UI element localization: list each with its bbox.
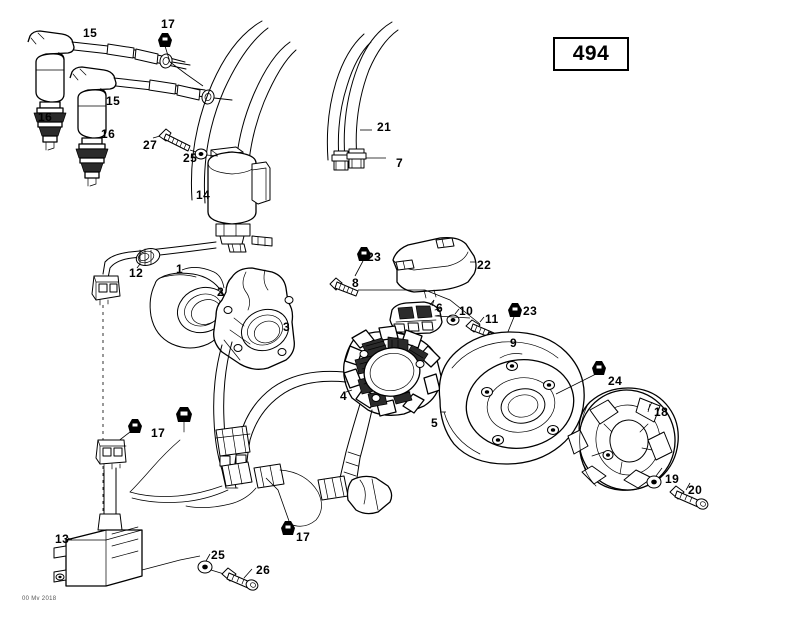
bolt-27 xyxy=(152,128,191,152)
nut-23-left xyxy=(354,247,371,277)
regulator-mount-hardware xyxy=(141,553,259,591)
callout-14: 14 xyxy=(196,188,211,202)
callout-19: 19 xyxy=(665,472,680,486)
callout-23-left: 23 xyxy=(367,250,382,264)
callout-15-upper: 15 xyxy=(83,26,98,40)
callout-27: 27 xyxy=(143,138,158,152)
callout-20: 20 xyxy=(688,483,703,497)
leader-2 xyxy=(219,291,225,297)
leader-6 xyxy=(429,299,435,306)
washer-19 xyxy=(646,467,663,489)
leader-18 xyxy=(647,401,653,411)
callout-17-top: 17 xyxy=(161,17,176,31)
spark-plug-wire-upper xyxy=(71,41,191,70)
callout-24: 24 xyxy=(608,374,623,388)
drawing-code-text: 00 Mv 2018 xyxy=(22,596,57,602)
leader-1 xyxy=(181,267,225,289)
grommet-12 xyxy=(135,248,161,266)
cable-terminal-7 xyxy=(331,148,386,171)
callout-17-left: 17 xyxy=(151,426,166,440)
nut-23-right xyxy=(504,303,522,340)
voltage-regulator-13 xyxy=(53,439,143,587)
callout-22: 22 xyxy=(477,258,492,272)
callout-4: 4 xyxy=(340,389,348,403)
model-number-text: 494 xyxy=(572,42,610,65)
spark-plug-cap-lower xyxy=(69,66,117,187)
callout-12: 12 xyxy=(129,266,144,280)
leader-24 xyxy=(555,371,601,395)
callout-21: 21 xyxy=(377,120,392,134)
bolt-20 xyxy=(669,482,709,510)
clip-17-left xyxy=(111,419,142,447)
wire-clip-17-top xyxy=(158,33,204,87)
callout-25-top: 25 xyxy=(183,151,198,165)
ignition-coil-14 xyxy=(207,146,273,253)
callout-2: 2 xyxy=(217,285,225,299)
callout-17-bottom: 17 xyxy=(296,530,311,544)
callout-10: 10 xyxy=(459,304,474,318)
callout-16-lower: 16 xyxy=(101,127,116,141)
callout-3: 3 xyxy=(283,320,291,334)
clip-17-bottom xyxy=(265,477,295,535)
coil-ground-cable xyxy=(91,241,217,306)
flywheel-5 xyxy=(438,331,585,465)
callout-18: 18 xyxy=(654,405,669,419)
stator-4 xyxy=(343,325,442,417)
nut-24 xyxy=(592,361,606,375)
bolt-8 xyxy=(329,277,359,297)
callout-7: 7 xyxy=(396,156,404,170)
wiring-harness xyxy=(129,341,393,527)
leader-trigger-long xyxy=(358,289,481,325)
callout-6: 6 xyxy=(436,301,444,315)
trigger-cover-22 xyxy=(392,236,477,299)
callout-11: 11 xyxy=(485,312,499,326)
callout-15-lower: 15 xyxy=(106,94,121,108)
callout-26: 26 xyxy=(256,563,271,577)
callout-1: 1 xyxy=(176,262,184,276)
model-number-box: 494 xyxy=(553,37,629,71)
magneto-housing-group xyxy=(149,267,295,370)
leader-12 xyxy=(136,263,141,269)
callout-9: 9 xyxy=(510,336,518,350)
callout-5: 5 xyxy=(431,416,439,430)
callout-25-bottom: 25 xyxy=(211,548,226,562)
callout-8: 8 xyxy=(352,276,360,290)
spark-plug-cap-upper xyxy=(27,30,75,151)
washer-25-top xyxy=(189,148,219,160)
callout-23-right: 23 xyxy=(523,304,538,318)
callout-16-upper: 16 xyxy=(38,110,53,124)
trigger-coil-6 xyxy=(389,299,443,335)
callout-13: 13 xyxy=(55,532,70,546)
spark-plug-wire-lower xyxy=(113,77,233,105)
starter-pulley-18 xyxy=(567,387,679,491)
